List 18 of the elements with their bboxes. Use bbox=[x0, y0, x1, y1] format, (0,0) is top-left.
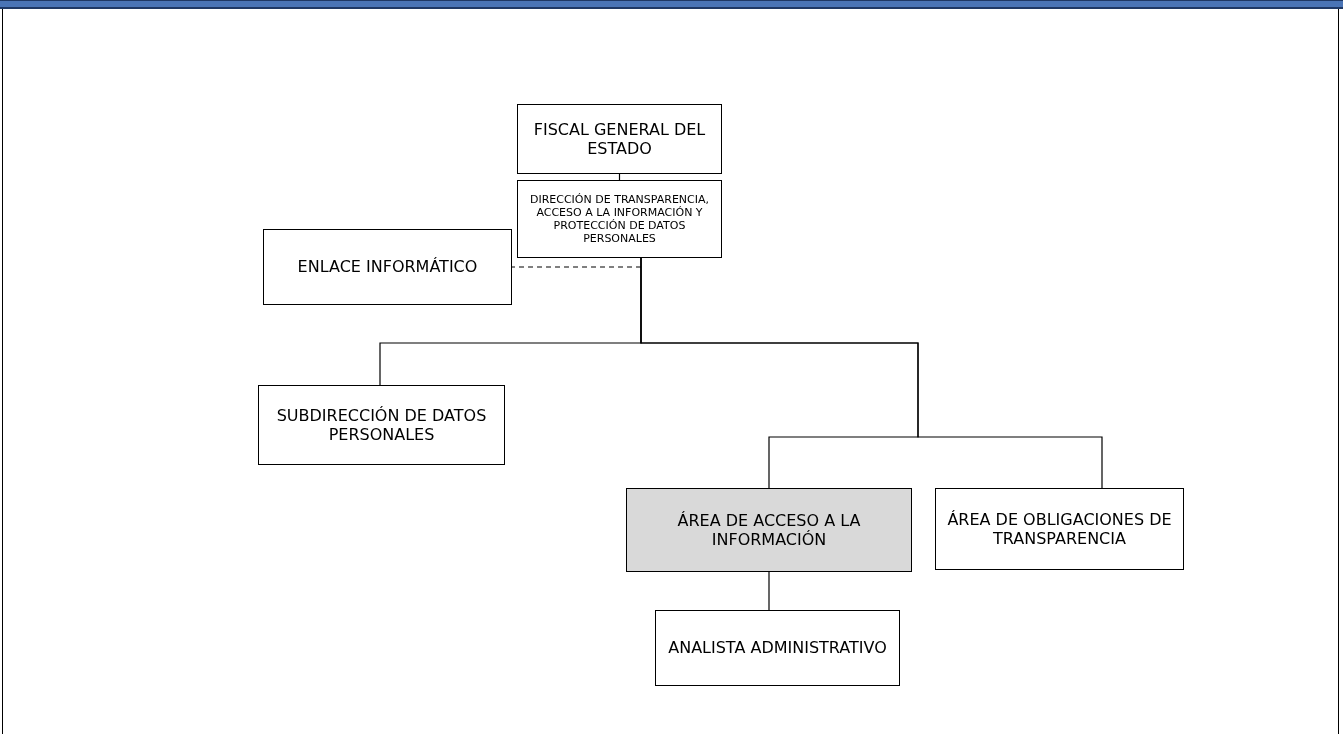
dashed-connector bbox=[511, 266, 642, 268]
org-box bbox=[626, 488, 912, 572]
box-label: ÁREA DE OBLIGACIONES DE TRANSPARENCIA bbox=[946, 509, 1173, 549]
box-label: ANALISTA ADMINISTRATIVO bbox=[668, 638, 887, 658]
box-label: FISCAL GENERAL DEL ESTADO bbox=[532, 119, 707, 159]
connector-line bbox=[768, 571, 770, 611]
connector-line bbox=[618, 173, 621, 181]
box-label: DIRECCIÓN DE TRANSPARENCIA, ACCESO A LA INFORMACIÓN Y PROTECCIÓN DE DATOS PERSONALES bbox=[528, 192, 711, 246]
org-box bbox=[935, 488, 1184, 570]
org-box bbox=[655, 610, 900, 686]
org-box bbox=[263, 229, 512, 305]
box-label: ÁREA DE ACCESO A LA INFORMACIÓN bbox=[676, 510, 862, 550]
box-label: ENLACE INFORMÁTICO bbox=[297, 257, 478, 277]
box-label: SUBDIRECCIÓN DE DATOS PERSONALES bbox=[275, 405, 488, 445]
connector-line bbox=[640, 257, 1103, 489]
org-box bbox=[517, 104, 722, 174]
org-box bbox=[517, 180, 722, 258]
org-box bbox=[258, 385, 505, 465]
